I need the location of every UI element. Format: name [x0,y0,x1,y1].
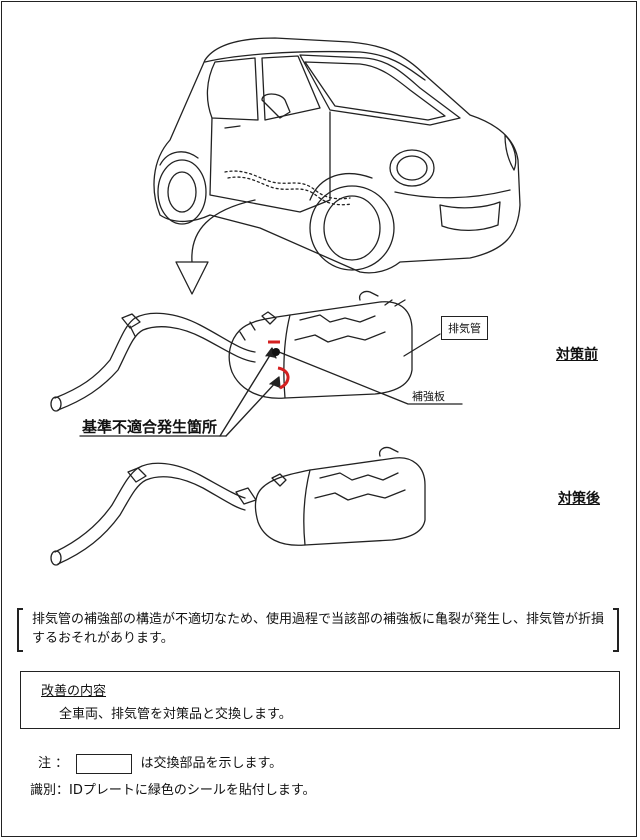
identification-line: 識別：IDプレートに緑色のシールを貼付します。 [30,779,316,798]
note-line: 注 ： は交換部品を示します。 [38,752,282,774]
exhaust-pipe-leader [403,333,441,357]
exhaust-after [50,446,426,566]
note-text: は交換部品を示します。 [140,756,283,771]
note-label: 注 [38,756,52,771]
defect-mark-side [277,366,290,390]
car-illustration [153,37,521,274]
exhaust-pipe-callout: 排気管 [441,316,488,340]
improvement-body: 全車両、排気管を対策品と交換します。 [59,707,292,722]
identification-label: 識別： [30,783,70,798]
defect-location-label: 基準不適合発生箇所 [82,418,218,436]
defect-dot [272,348,280,356]
reinforcement-plate-label: 補強板 [412,390,445,403]
description-text: 排気管の補強部の構造が不適切なため、使用過程で当該部の補強板に亀裂が発生し、排気… [32,612,605,646]
before-heading: 対策前 [556,347,598,363]
after-heading: 対策後 [558,491,600,507]
identification-text: IDプレートに緑色のシールを貼付します。 [69,783,316,798]
exhaust-before [50,290,413,412]
improvement-title: 改善の内容 [41,684,107,699]
note-colon: ： [55,756,69,771]
illustration [50,37,521,566]
pointer-arrow [191,199,256,263]
recall-diagram [50,37,521,566]
description-bracket-left [17,608,23,652]
replacement-legend-box [76,753,133,774]
reinforcement-leader [273,349,463,405]
improvement-box: 改善の内容 全車両、排気管を対策品と交換します。 [20,671,620,729]
description-bracket-right [613,608,619,652]
